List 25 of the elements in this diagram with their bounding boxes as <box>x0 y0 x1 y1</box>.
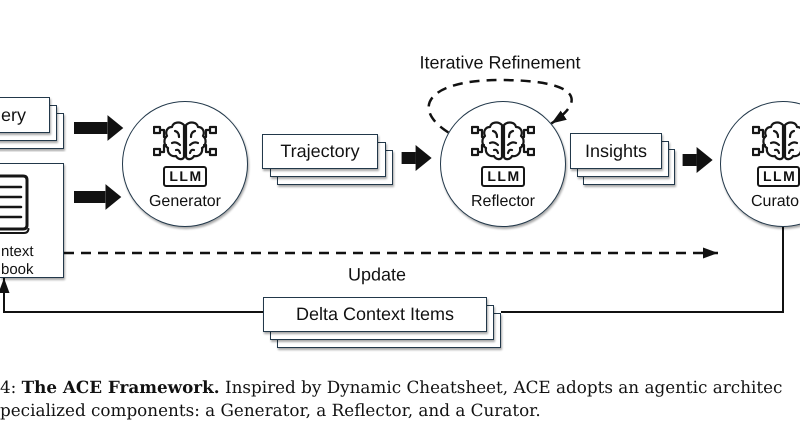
card-label: Insights <box>584 140 648 162</box>
node-title: Curato <box>751 193 800 211</box>
arrow <box>0 278 263 313</box>
node-title: Generator <box>148 193 222 211</box>
stacked-card <box>262 134 396 188</box>
stacked-card <box>263 297 504 351</box>
card-label: Delta Context Items <box>296 304 454 325</box>
model-tag: LLM <box>757 166 800 186</box>
context-panel <box>0 163 64 278</box>
node-title: Reflector <box>470 193 536 211</box>
panel-label: ntext book <box>1 243 35 279</box>
model-tag: LLM <box>163 166 207 186</box>
block-arrow <box>402 145 432 171</box>
block-arrow <box>74 184 122 210</box>
figure-caption: 4: The ACE Framework. Inspired by Dynamic Cheatsheet, ACE adopts an agentic architec pecialized components: a Generator, a Reflector, and a Curator. <box>0 376 784 422</box>
loop-arrow <box>428 78 573 134</box>
stacked-card <box>570 133 678 188</box>
card-label: ery <box>1 104 26 126</box>
connector-line <box>501 227 784 313</box>
model-tag: LLM <box>481 166 525 186</box>
block-arrow <box>682 147 713 173</box>
stacked-card <box>0 97 67 152</box>
dashed-arrow <box>64 248 718 258</box>
block-arrow <box>74 115 124 141</box>
card-label: Trajectory <box>280 141 360 162</box>
